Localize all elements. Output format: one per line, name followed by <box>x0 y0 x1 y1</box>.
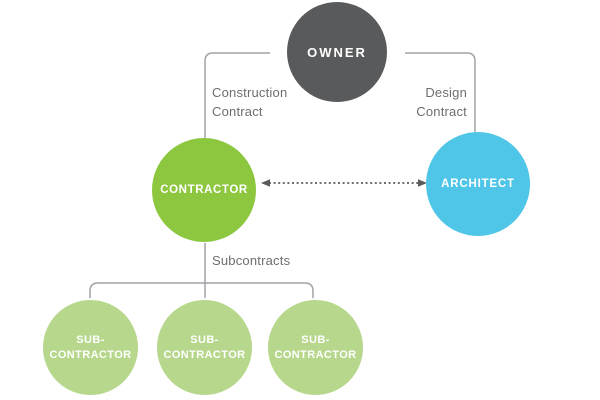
node-owner-label: OWNER <box>307 44 367 60</box>
node-owner: OWNER <box>287 2 387 102</box>
node-subcontractor-3-label-line-1: SUB- <box>301 333 330 346</box>
edge-label-construction-contract-line-2: Contract <box>212 103 263 119</box>
edge-label-subcontracts-text: Subcontracts <box>212 253 291 268</box>
node-subcontractor-2: SUB- CONTRACTOR <box>157 300 252 395</box>
node-subcontractor-3-label-line-2: CONTRACTOR <box>274 348 357 361</box>
node-subcontractor-3: SUB- CONTRACTOR <box>268 300 363 395</box>
node-contractor-label: CONTRACTOR <box>160 184 248 196</box>
edge-label-design-contract-line-2: Contract <box>416 103 467 119</box>
node-subcontractor-1-label-line-2: CONTRACTOR <box>49 348 132 361</box>
node-subcontractor-1-label-line-1: SUB- <box>76 333 105 346</box>
edge-construction-contract-line <box>204 52 270 138</box>
edge-subcontracts-bracket-line <box>89 282 314 298</box>
node-subcontractor-2-label-line-1: SUB- <box>190 333 219 346</box>
edge-label-design-contract: Design Contract <box>416 84 467 121</box>
edge-label-design-contract-line-1: Design <box>425 85 467 100</box>
edge-design-contract-line <box>405 52 476 132</box>
node-subcontractor-1: SUB- CONTRACTOR <box>43 300 138 395</box>
node-subcontractor-2-label-line-2: CONTRACTOR <box>163 348 246 361</box>
node-architect-label: ARCHITECT <box>441 178 515 190</box>
edge-label-construction-contract: Construction Contract <box>212 84 287 121</box>
node-architect: ARCHITECT <box>426 132 530 236</box>
edge-label-construction-contract-line-1: Construction <box>212 85 288 100</box>
node-contractor: CONTRACTOR <box>152 138 256 242</box>
arrow-head-right-icon <box>418 179 427 187</box>
edge-label-subcontracts: Subcontracts <box>212 252 290 271</box>
arrow-head-left-icon <box>261 179 270 187</box>
